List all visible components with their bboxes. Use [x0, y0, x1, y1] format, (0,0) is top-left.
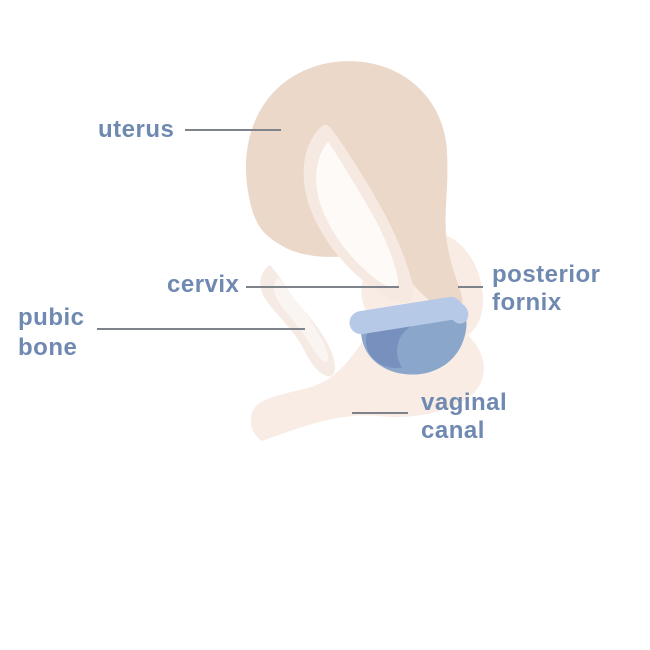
label-pubic-bone: pubic bone [18, 303, 85, 363]
abdomen-curve [146, 146, 183, 377]
pubic-arch-curve [91, 376, 197, 394]
pubic-bone-shape [260, 265, 335, 377]
label-cervix: cervix [167, 271, 239, 299]
label-vaginal-canal-line1: vaginal [421, 389, 508, 416]
uterine-cavity-shape [303, 124, 413, 303]
label-posterior-fornix-line1: posterior [492, 261, 601, 288]
label-uterus: uterus [98, 116, 174, 144]
label-vaginal-canal-line2: canal [421, 417, 485, 444]
label-vaginal-canal: vaginal canal [421, 389, 507, 445]
label-posterior-fornix-line2: fornix [492, 289, 562, 316]
label-uterus-text: uterus [98, 116, 175, 143]
label-pubic-bone-line2: bone [18, 334, 78, 361]
label-pubic-bone-line1: pubic [18, 304, 85, 331]
label-cervix-text: cervix [167, 271, 240, 298]
label-posterior-fornix: posterior fornix [492, 261, 601, 317]
menstrual-disc-rim [349, 296, 469, 335]
